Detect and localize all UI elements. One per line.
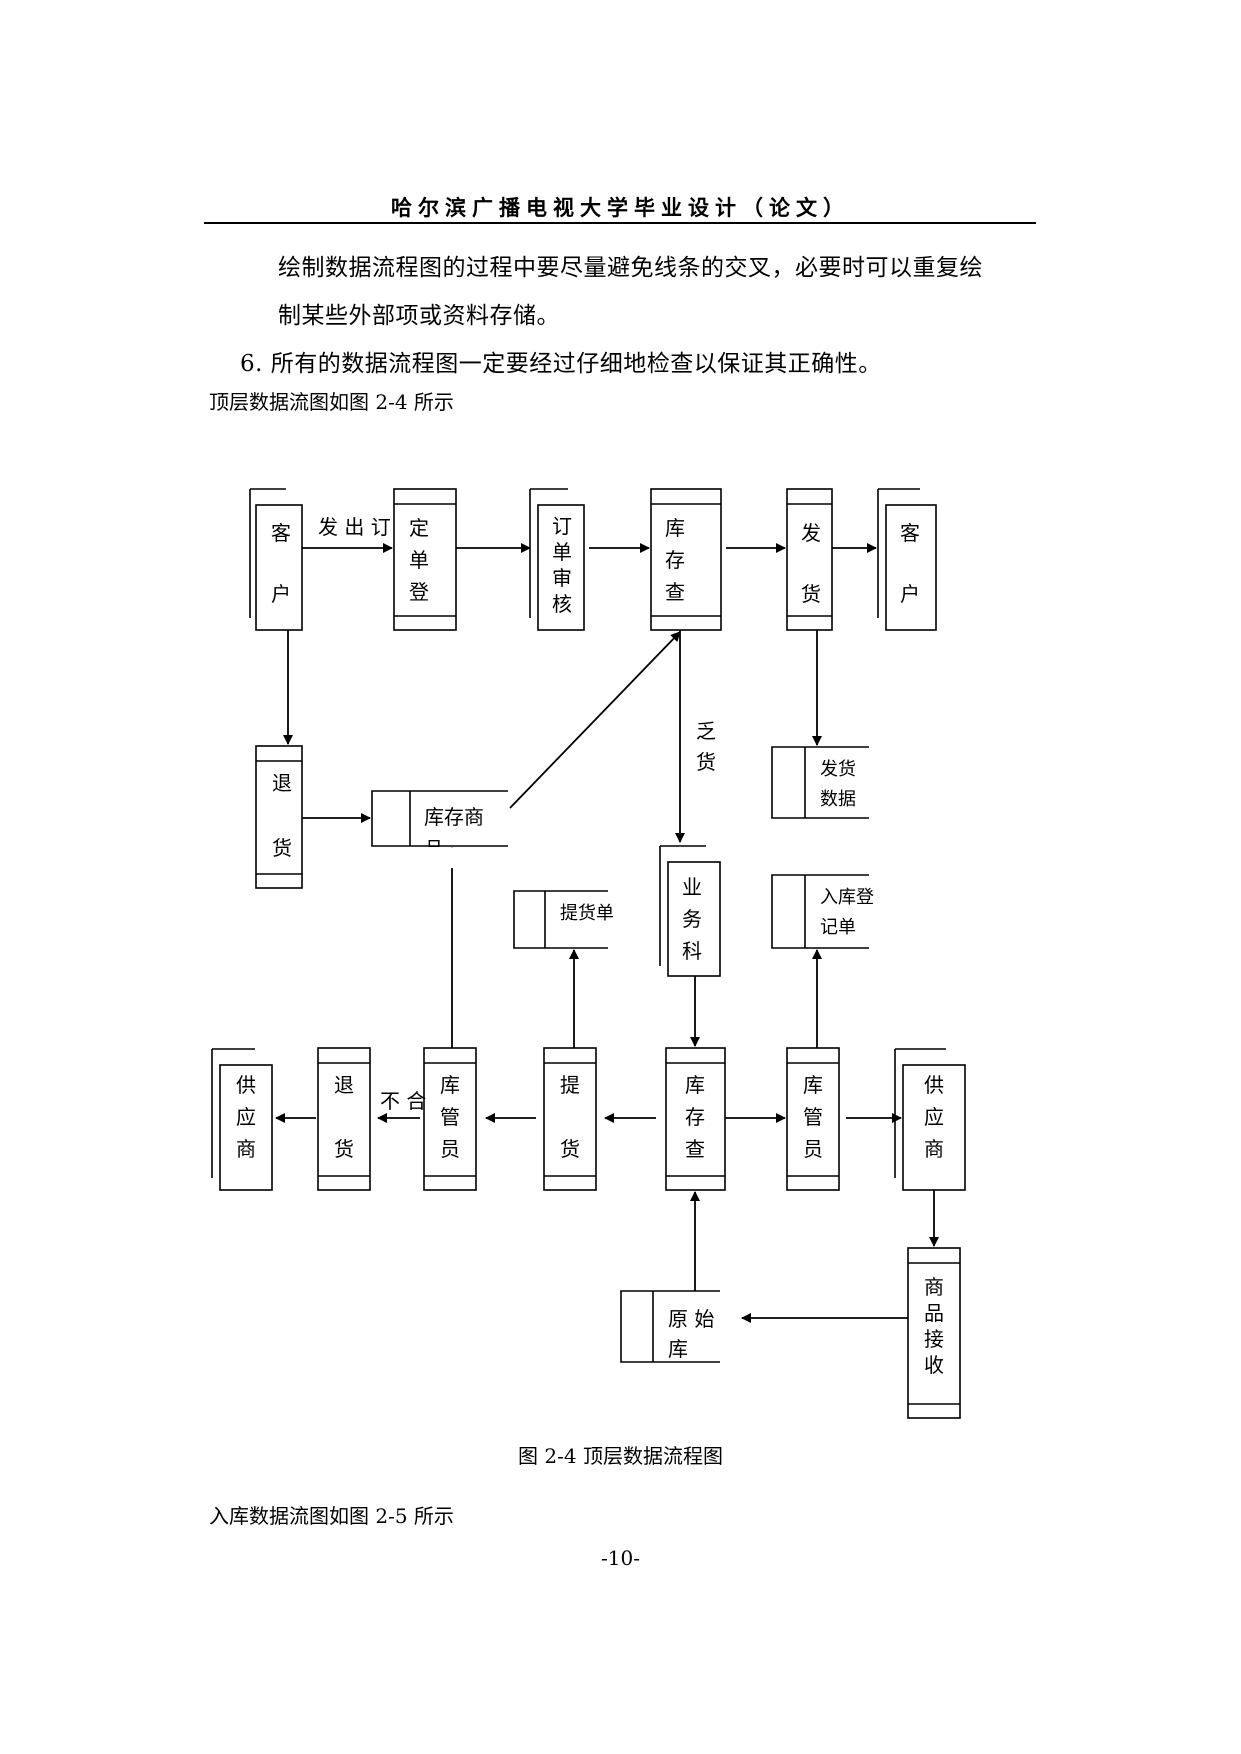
store-label: 发货 bbox=[820, 759, 856, 780]
node-label: 户 bbox=[271, 582, 291, 606]
return-customer-process bbox=[255, 745, 303, 889]
node-label: 发 bbox=[801, 521, 821, 545]
node-label: 客 bbox=[271, 521, 291, 545]
stock-goods-store bbox=[371, 790, 508, 847]
store-label: 数据 bbox=[820, 789, 856, 810]
node-label: 品 bbox=[924, 1301, 944, 1325]
customer-right-entity bbox=[877, 488, 937, 631]
return-supplier-process bbox=[317, 1047, 371, 1191]
stock-check-top-process bbox=[650, 488, 722, 631]
node-label: 库 bbox=[440, 1073, 460, 1097]
node-label: 提 bbox=[560, 1073, 580, 1097]
node-label: 库 bbox=[803, 1073, 823, 1097]
paragraph-line: 制某些外部项或资料存储。 bbox=[278, 303, 560, 329]
node-label: 供 bbox=[236, 1073, 256, 1097]
node-label: 业 bbox=[682, 875, 702, 899]
node-label: 库 bbox=[685, 1073, 705, 1097]
paragraph-line: 顶层数据流图如图 2-4 所示 bbox=[209, 390, 454, 414]
node-label: 核 bbox=[552, 592, 572, 616]
node-label: 商 bbox=[924, 1275, 944, 1299]
order-reg-process bbox=[393, 488, 457, 631]
figure-caption: 图 2-4 顶层数据流程图 bbox=[518, 1444, 723, 1468]
node-label: 订 bbox=[552, 514, 572, 538]
node-label: 单 bbox=[552, 540, 572, 564]
node-label: 查 bbox=[665, 580, 685, 604]
node-label: 货 bbox=[272, 836, 292, 860]
paragraph-line: 6. 所有的数据流程图一定要经过仔细地检查以保证其正确性。 bbox=[240, 351, 882, 377]
header-rule bbox=[204, 222, 1036, 224]
node-label: 定 bbox=[409, 516, 429, 540]
clip-mask bbox=[412, 848, 508, 868]
order-review-process bbox=[529, 488, 585, 631]
keeper-right-process bbox=[786, 1047, 840, 1191]
node-label: 供 bbox=[924, 1073, 944, 1097]
paragraph-line: 入库数据流图如图 2-5 所示 bbox=[209, 1504, 454, 1528]
flow-label: 发 出 订 bbox=[318, 515, 391, 539]
store-label: 库 bbox=[668, 1337, 688, 1361]
ship-process bbox=[786, 488, 833, 631]
node-label: 退 bbox=[334, 1073, 354, 1097]
supplier-left-entity bbox=[211, 1048, 273, 1191]
customer-left-entity bbox=[249, 488, 303, 631]
node-label: 员 bbox=[803, 1137, 823, 1161]
node-label: 接 bbox=[924, 1327, 944, 1351]
ship-data-store bbox=[771, 746, 869, 819]
node-label: 收 bbox=[924, 1353, 944, 1377]
goods-receive-process bbox=[907, 1247, 961, 1419]
node-label: 货 bbox=[801, 582, 821, 606]
node-label: 货 bbox=[334, 1137, 354, 1161]
store-label: 原 始 bbox=[668, 1307, 714, 1331]
node-label: 查 bbox=[685, 1137, 705, 1161]
store-label: 记单 bbox=[820, 917, 856, 938]
stock-check-bottom-process bbox=[665, 1047, 726, 1191]
page-header: 哈尔滨广播电视大学毕业设计（论文） bbox=[391, 195, 850, 220]
node-label: 存 bbox=[665, 548, 685, 572]
flow-arrow bbox=[509, 631, 681, 809]
node-label: 客 bbox=[900, 521, 920, 545]
business-dept-entity bbox=[659, 845, 721, 977]
node-label: 应 bbox=[236, 1105, 256, 1129]
node-label: 务 bbox=[682, 907, 702, 931]
node-label: 科 bbox=[682, 939, 702, 963]
node-label: 管 bbox=[803, 1105, 823, 1129]
inbound-store bbox=[771, 874, 869, 949]
store-label: 提货单 bbox=[560, 903, 614, 924]
original-store bbox=[620, 1290, 720, 1363]
page-number: -10- bbox=[601, 1546, 640, 1570]
node-label: 商 bbox=[924, 1137, 944, 1161]
pickup-store bbox=[513, 890, 608, 949]
flow-label: 不 合 bbox=[380, 1089, 426, 1113]
flow-label: 货 bbox=[696, 750, 716, 774]
keeper-left-process bbox=[423, 1047, 477, 1191]
node-label: 商 bbox=[236, 1137, 256, 1161]
node-label: 登 bbox=[409, 580, 429, 604]
node-label: 审 bbox=[552, 566, 572, 590]
node-label: 管 bbox=[440, 1105, 460, 1129]
node-label: 户 bbox=[900, 582, 920, 606]
node-label: 应 bbox=[924, 1105, 944, 1129]
node-label: 员 bbox=[440, 1137, 460, 1161]
node-label: 库 bbox=[665, 516, 685, 540]
node-label: 货 bbox=[560, 1137, 580, 1161]
flow-label: 乏 bbox=[696, 719, 716, 743]
node-label: 存 bbox=[685, 1105, 705, 1129]
pickup-process bbox=[543, 1047, 597, 1191]
paragraph-line: 绘制数据流程图的过程中要尽量避免线条的交叉，必要时可以重复绘 bbox=[278, 255, 983, 281]
node-label: 退 bbox=[272, 771, 292, 795]
store-label: 库存商 bbox=[424, 805, 484, 829]
node-label: 单 bbox=[409, 548, 429, 572]
store-label: 入库登 bbox=[820, 887, 874, 908]
